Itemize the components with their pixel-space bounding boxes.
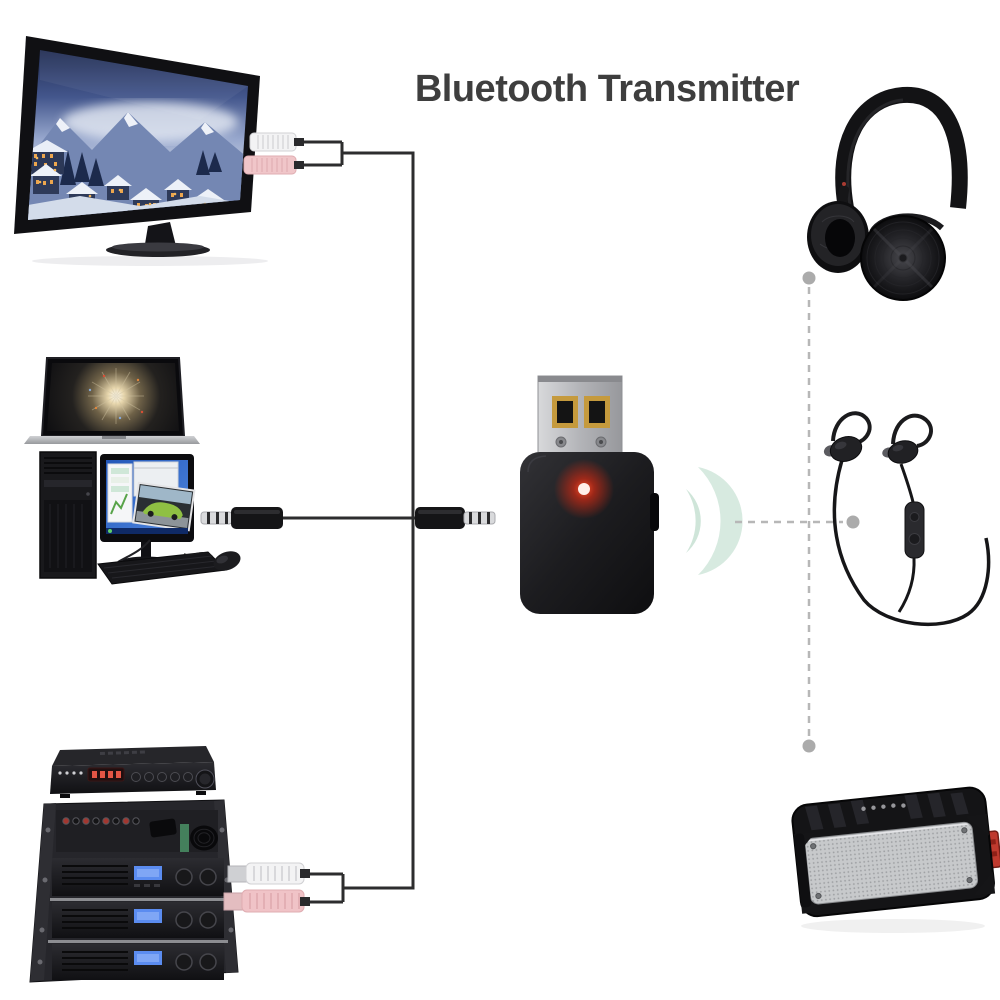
tower-drive-bay	[44, 480, 92, 487]
tv-screen	[28, 50, 248, 220]
grille-screws	[810, 827, 973, 900]
car-photo-window	[132, 481, 196, 532]
usb-plug-icon	[537, 375, 623, 461]
speaker-grille	[804, 821, 979, 905]
tv-stand-base-top	[112, 242, 204, 252]
remote-button[interactable]	[909, 512, 920, 522]
binding-posts	[62, 817, 140, 825]
rca-plug-white-icon	[249, 132, 304, 152]
amp-unit-3	[52, 944, 224, 980]
speaker-top-ribs	[805, 792, 969, 831]
wireless-signal-icon	[686, 467, 743, 575]
green-component	[180, 824, 189, 852]
rca-plug-red-icon	[243, 155, 304, 175]
aux-plug-transmitter-icon	[415, 507, 496, 529]
laptop-screen	[47, 363, 179, 431]
wireless-links	[735, 271, 860, 753]
led-indicator	[578, 483, 590, 495]
diagram-title: Bluetooth Transmitter	[414, 68, 800, 110]
inline-remote	[904, 501, 925, 559]
rack-top-unit	[56, 810, 218, 852]
amp-unit-1	[52, 858, 224, 896]
speaker-top-buttons[interactable]	[861, 802, 906, 812]
keyboard	[97, 551, 228, 585]
link-dot-headphones	[802, 271, 816, 285]
tv-reflection	[32, 256, 268, 266]
headband	[835, 86, 968, 210]
mouse-cable	[183, 552, 213, 557]
tower-power-button	[86, 492, 90, 496]
side-button[interactable]	[650, 493, 659, 531]
link-dot-earbuds	[846, 515, 860, 529]
mouse	[213, 551, 241, 571]
headphone-accent-dot	[842, 182, 846, 186]
taskbar	[106, 528, 188, 534]
tv	[14, 36, 268, 266]
earbuds	[823, 411, 991, 627]
monitor-stand	[141, 542, 151, 558]
laptop-firework-sparks	[88, 374, 144, 420]
aux-plug-computer-icon	[200, 507, 283, 529]
laptop	[24, 357, 200, 444]
speaker-shadow	[801, 919, 985, 933]
rca-plug-white-icon	[227, 862, 310, 885]
amplifier-rca-plugs	[223, 862, 310, 913]
bluetooth-transmitter	[520, 375, 659, 614]
computer	[24, 357, 241, 585]
aux-plugs	[200, 507, 496, 529]
earbud-cable-loop	[832, 459, 991, 627]
rack-left-rail	[30, 803, 56, 982]
right-earbud	[882, 440, 919, 464]
desktop-monitor	[100, 454, 196, 566]
tv-rca-plugs	[243, 132, 304, 175]
amplifier-stack	[29, 746, 239, 983]
rca-plug-red-icon	[223, 889, 310, 913]
speaker	[791, 786, 1000, 918]
receiver-top-buttons	[99, 750, 145, 756]
rack-handle	[149, 818, 177, 838]
amp-unit-2	[52, 902, 224, 938]
right-ear-hook	[891, 413, 933, 448]
laptop-base	[24, 436, 200, 444]
left-ear-hook	[831, 411, 872, 445]
headphones	[807, 86, 968, 301]
link-dot-speaker	[802, 739, 816, 753]
remote-button[interactable]	[908, 533, 921, 545]
desktop-tower	[39, 451, 97, 579]
av-receiver	[50, 746, 216, 798]
wired-cables	[282, 140, 416, 904]
laptop-hinge	[102, 436, 126, 439]
rca-cable-tv-to-amplifier	[300, 140, 415, 904]
receiver-knobs	[131, 769, 215, 789]
amplifier-rack	[29, 799, 239, 983]
transmitter-body	[520, 452, 654, 614]
laptop-firework-rays	[88, 368, 144, 424]
left-earbud	[823, 436, 863, 462]
